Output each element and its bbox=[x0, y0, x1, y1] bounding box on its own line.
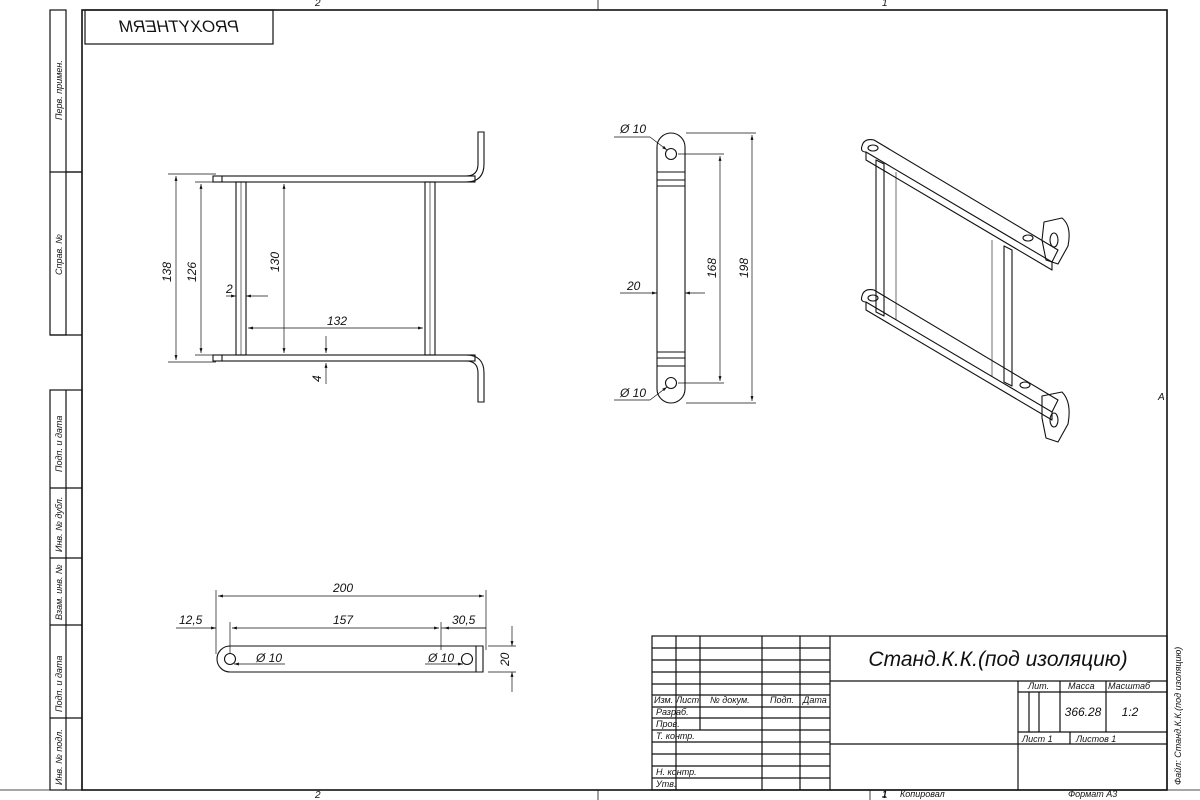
front-dim-labels: 138 126 130 2 132 4 bbox=[160, 252, 347, 382]
zone-top-right: 1 bbox=[882, 0, 888, 9]
drawing-title: Станд.К.К.(под изоляцию) bbox=[868, 648, 1127, 671]
col-list: Лист bbox=[675, 695, 700, 705]
side-label-vzam: Взам. инв. № bbox=[54, 564, 64, 620]
dim-20-strip: 20 bbox=[498, 652, 512, 667]
side-view bbox=[656, 132, 686, 404]
isometric-view bbox=[860, 139, 1070, 443]
col-data: Дата bbox=[802, 695, 827, 705]
file-label: Файл: Станд.К.К.(под изоляцию) bbox=[1173, 647, 1183, 785]
sheets-label: Листов 1 bbox=[1075, 734, 1116, 744]
footer-num: 1 bbox=[882, 789, 887, 799]
footer-copied: Копировал bbox=[900, 789, 945, 799]
sheet-label: Лист 1 bbox=[1021, 734, 1053, 744]
side-label-podp1: Подп. и дата bbox=[54, 416, 64, 472]
dim-4: 4 bbox=[310, 375, 324, 382]
dim-phi-top: Ø 10 bbox=[619, 122, 646, 136]
dim-20-side: 20 bbox=[626, 279, 641, 293]
dim-200: 200 bbox=[332, 581, 353, 595]
row-utv: Утв. bbox=[655, 779, 676, 789]
dim-168: 168 bbox=[705, 258, 719, 278]
dim-phi-bottom: Ø 10 bbox=[619, 386, 646, 400]
dim-phi-strip-1: Ø 10 bbox=[255, 651, 282, 665]
footer-format: Формат А3 bbox=[1068, 789, 1117, 799]
front-dimensions bbox=[168, 173, 423, 384]
title-block-text: Станд.К.К.(под изоляцию) Изм. Лист № док… bbox=[654, 648, 1151, 789]
side-columns bbox=[49, 9, 83, 791]
strip-dimensions bbox=[176, 590, 516, 692]
side-label-sprav: Справ. № bbox=[54, 234, 64, 275]
front-view bbox=[212, 131, 485, 403]
row-razrab: Разраб. bbox=[656, 707, 689, 717]
dim-12-5: 12,5 bbox=[179, 613, 203, 627]
side-dimensions bbox=[614, 132, 756, 404]
zone-bottom-left: 2 bbox=[314, 790, 321, 800]
col-izm: Изм. bbox=[654, 695, 673, 705]
title-block bbox=[651, 635, 1168, 791]
scale-label: Масштаб bbox=[1108, 681, 1151, 691]
row-n-kontr: Н. контр. bbox=[656, 767, 697, 777]
col-podp: Подп. bbox=[770, 695, 794, 705]
row-prov: Пров. bbox=[656, 719, 680, 729]
stamp-box: PROXYTHERM bbox=[84, 9, 274, 45]
scale-value: 1:2 bbox=[1122, 705, 1139, 719]
zone-right-marker: A bbox=[1157, 392, 1165, 403]
dim-138: 138 bbox=[160, 262, 174, 282]
mass-value: 366.28 bbox=[1065, 705, 1102, 719]
strip-view bbox=[216, 645, 484, 673]
dim-132: 132 bbox=[327, 314, 347, 328]
dim-30-5: 30,5 bbox=[452, 613, 476, 627]
footer: 1 Копировал Формат А3 bbox=[882, 789, 1117, 799]
zone-top-left: 2 bbox=[314, 0, 321, 9]
stamp-text: PROXYTHERM bbox=[118, 17, 239, 36]
dim-2: 2 bbox=[225, 282, 233, 296]
mass-label: Масса bbox=[1068, 681, 1095, 691]
side-labels: Перв. примен. Справ. № Подп. и дата Инв.… bbox=[54, 60, 64, 785]
side-label-podp2: Подп. и дата bbox=[54, 656, 64, 712]
side-label-inv-podl: Инв. № подл. bbox=[54, 729, 64, 785]
lit-label: Лит. bbox=[1027, 681, 1049, 691]
side-dim-labels: Ø 10 Ø 10 20 168 198 bbox=[619, 122, 751, 400]
dim-157: 157 bbox=[333, 613, 354, 627]
zone-bottom-right: 1 bbox=[882, 790, 888, 800]
col-doc: № докум. bbox=[710, 695, 750, 705]
dim-phi-strip-2: Ø 10 bbox=[427, 651, 454, 665]
dim-126: 126 bbox=[185, 262, 199, 282]
row-t-kontr: Т. контр. bbox=[656, 731, 695, 741]
side-label-inv-dubl: Инв. № дубл. bbox=[54, 497, 64, 552]
zone-markers: 2 1 2 1 A bbox=[314, 0, 1165, 800]
strip-dim-labels: 200 12,5 157 30,5 20 Ø 10 Ø 10 bbox=[179, 581, 512, 667]
side-label-perv: Перв. примен. bbox=[54, 60, 64, 120]
dim-130: 130 bbox=[268, 252, 282, 272]
dim-198: 198 bbox=[737, 258, 751, 278]
